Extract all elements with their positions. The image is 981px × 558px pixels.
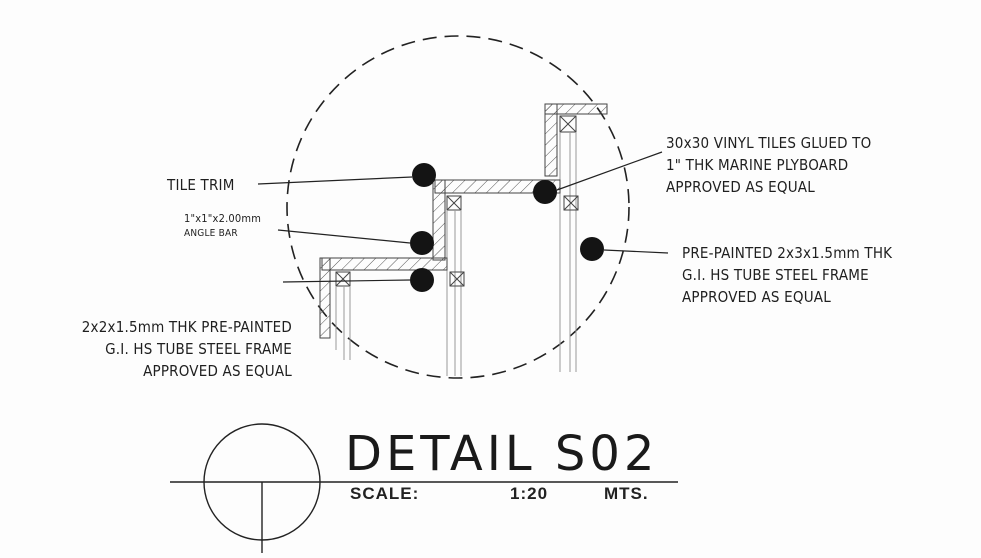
label-tile-trim: TILE TRIM bbox=[167, 176, 235, 194]
marker-frame-2x2 bbox=[410, 268, 434, 292]
detail-title: DETAIL S02 bbox=[345, 426, 659, 482]
scale-unit: MTS. bbox=[604, 484, 649, 503]
label-frame-2x3: PRE-PAINTED 2x3x1.5mm THK G.I. HS TUBE S… bbox=[682, 244, 893, 306]
label-frame-2x2: 2x2x1.5mm THK PRE-PAINTED G.I. HS TUBE S… bbox=[81, 318, 292, 380]
stair-section bbox=[319, 103, 608, 376]
callout-markers bbox=[410, 163, 604, 292]
detail-circle bbox=[286, 35, 630, 379]
marker-frame-2x3 bbox=[580, 237, 604, 261]
marker-tile-trim bbox=[412, 163, 436, 187]
label-vinyl-tiles: 30x30 VINYL TILES GLUED TO 1" THK MARINE… bbox=[666, 134, 872, 196]
title-symbol bbox=[170, 423, 678, 553]
leader-lines bbox=[257, 151, 669, 283]
scale-label: SCALE: bbox=[350, 484, 420, 503]
label-angle-bar: 1"x1"x2.00mm ANGLE BAR bbox=[184, 212, 262, 239]
marker-angle-bar bbox=[410, 231, 434, 255]
scale-value: 1:20 bbox=[510, 484, 549, 503]
marker-vinyl-tiles bbox=[533, 180, 557, 204]
